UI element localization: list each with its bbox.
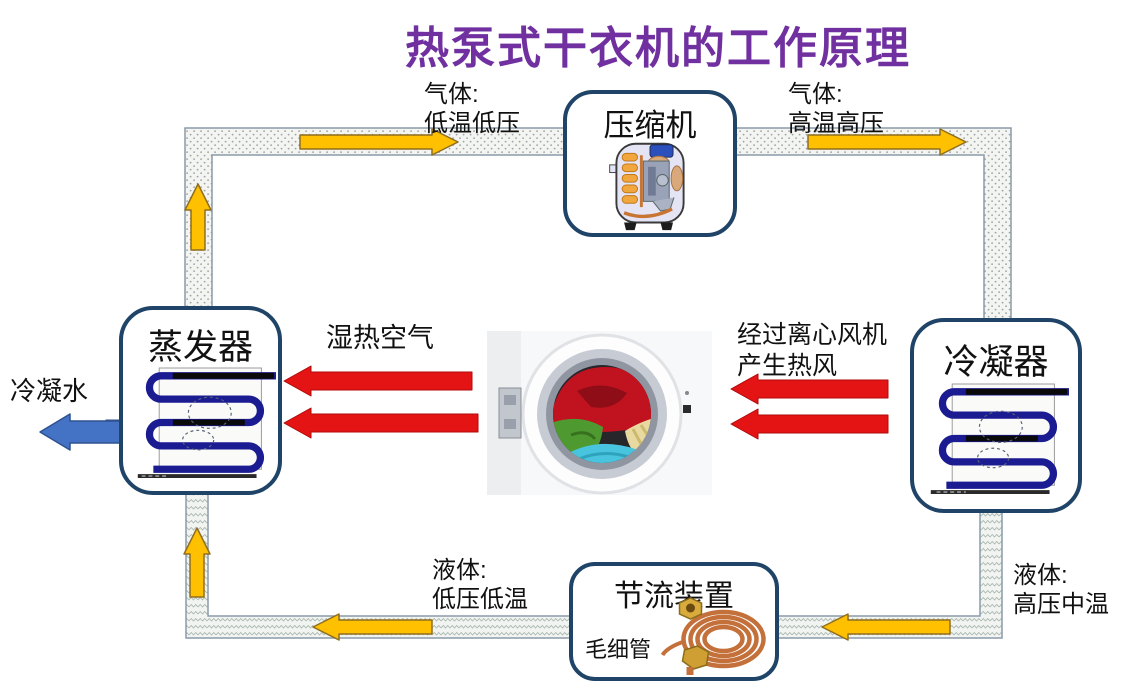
evaporator-box: 蒸发器 <box>119 306 282 495</box>
label-hot-wind: 经过离心风机 产生热风 <box>737 321 888 380</box>
capillary-label: 毛细管 <box>585 637 652 662</box>
evaporator-coil-image <box>137 367 276 478</box>
compressor-label: 压缩机 <box>603 108 697 143</box>
capillary-tube-image <box>660 597 766 675</box>
flow-arrow-top-left <box>299 128 459 156</box>
label-gas-high-pressure: 气体: 高温高压 <box>788 81 884 138</box>
label-humid-air: 湿热空气 <box>326 323 434 353</box>
evaporator-label: 蒸发器 <box>147 328 253 367</box>
flow-arrow-left-up-gas <box>184 183 212 251</box>
humid-air-arrow-1 <box>283 365 473 397</box>
flow-arrow-bottom-left <box>312 613 433 641</box>
hot-wind-arrow-2 <box>730 408 889 440</box>
condenser-coil-image <box>930 383 1069 494</box>
condenser-label: 冷凝器 <box>943 343 1049 382</box>
humid-air-arrow-2 <box>283 407 479 439</box>
washing-machine-drum-image <box>487 331 712 495</box>
compressor-box: 压缩机 <box>563 90 737 237</box>
label-liquid-low-pressure: 液体: 低压低温 <box>432 557 528 614</box>
flow-arrow-left-up-liquid <box>183 527 211 598</box>
throttle-box: 节流装置 毛细管 <box>569 562 779 681</box>
condenser-box: 冷凝器 <box>910 318 1082 513</box>
condensate-arrow <box>39 413 121 451</box>
flow-arrow-bottom-right <box>821 613 951 641</box>
label-condensate-water: 冷凝水 <box>10 376 89 406</box>
hot-wind-arrow-1 <box>730 373 889 405</box>
flow-arrow-top-right <box>807 128 967 156</box>
label-gas-low-pressure: 气体: 低温低压 <box>424 81 520 138</box>
throttle-label: 节流装置 <box>614 580 734 613</box>
label-liquid-high-pressure: 液体: 高压中温 <box>1013 562 1109 619</box>
page-title: 热泵式干衣机的工作原理 <box>405 24 911 73</box>
compressor-image <box>609 142 685 231</box>
